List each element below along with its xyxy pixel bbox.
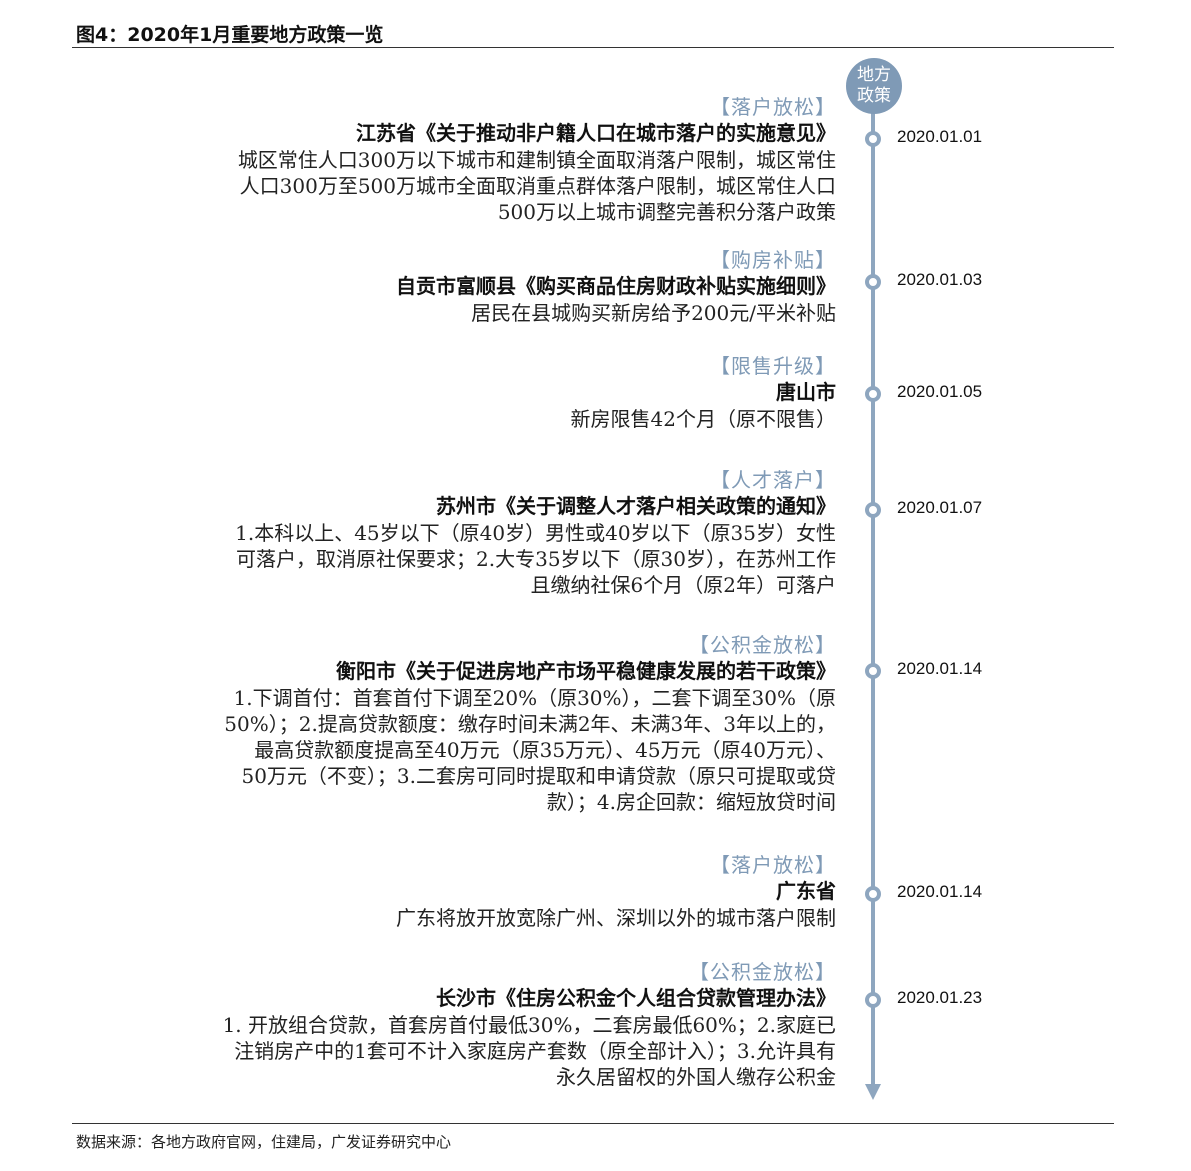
entry-description-line: 新房限售42个月（原不限售） (570, 407, 836, 431)
timeline-dot (865, 386, 881, 402)
entry-description-line: 款）；4.房企回款：缩短放贷时间 (546, 790, 836, 814)
entry-category: 【购房补贴】 (710, 248, 836, 272)
entry-date: 2020.01.01 (897, 127, 983, 146)
timeline-entry: 【公积金放松】 长沙市《住房公积金个人组合贷款管理办法》 1. 开放组合贷款，首… (223, 959, 836, 1090)
top-rule (72, 47, 1114, 48)
bottom-rule (72, 1123, 1114, 1124)
timeline-entry: 【落户放松】 广东省 广东将放开放宽除广州、深圳以外的城市落户限制 (396, 852, 836, 931)
entry-title: 衡阳市《关于促进房地产市场平稳健康发展的若干政策》 (336, 659, 836, 683)
entry-description-line: 注销房产中的1套可不计入家庭房产套数（原全部计入）；3.允许具有 (234, 1039, 836, 1063)
entry-category: 【限售升级】 (710, 354, 836, 378)
entry-description-line: 1.本科以上、45岁以下（原40岁）男性或40岁以下（原35岁）女性 (235, 521, 836, 545)
entry-category: 【落户放松】 (710, 95, 836, 119)
timeline-dot (865, 502, 881, 518)
entry-description-line: 城区常住人口300万以下城市和建制镇全面取消落户限制，城区常住 (237, 148, 836, 172)
entry-description-line: 最高贷款额度提高至40万元（原35万元）、45万元（原40万元）、 (254, 738, 836, 762)
entry-category: 【人才落户】 (710, 468, 836, 492)
entry-description-line: 1. 开放组合贷款，首套房首付最低30%，二套房最低60%；2.家庭已 (222, 1013, 836, 1037)
timeline-head-line-1: 地方 (857, 65, 891, 85)
timeline-dot (865, 886, 881, 902)
timeline-head-line-2: 政策 (857, 86, 891, 106)
entry-description-line: 居民在县城购买新房给予200元/平米补贴 (471, 301, 836, 325)
entry-date: 2020.01.03 (897, 270, 983, 289)
entry-description-line: 可落户，取消原社保要求；2.大专35岁以下（原30岁），在苏州工作 (236, 547, 836, 571)
source-note: 数据来源：各地方政府官网，住建局，广发证券研究中心 (76, 1133, 452, 1151)
timeline-head-badge: 地方 政策 (846, 58, 902, 114)
timeline-axis (871, 100, 875, 1090)
timeline-dot (865, 274, 881, 290)
timeline-dot (865, 992, 881, 1008)
entry-date: 2020.01.23 (897, 988, 983, 1007)
timeline-entry: 【落户放松】 江苏省《关于推动非户籍人口在城市落户的实施意见》 城区常住人口30… (238, 94, 836, 225)
entry-date: 2020.01.05 (897, 382, 983, 401)
entry-date: 2020.01.14 (897, 882, 983, 901)
timeline-entry: 【人才落户】 苏州市《关于调整人才落户相关政策的通知》 1.本科以上、45岁以下… (235, 467, 836, 598)
figure-title: 图4：2020年1月重要地方政策一览 (76, 24, 384, 46)
timeline-entry: 【购房补贴】 自贡市富顺县《购买商品住房财政补贴实施细则》 居民在县城购买新房给… (396, 247, 836, 326)
entry-description-line: 500万以上城市调整完善积分落户政策 (497, 200, 836, 224)
timeline-dot (865, 663, 881, 679)
entry-description-line: 50万元（不变）；3.二套房可同时提取和申请贷款（原只可提取或贷 (241, 764, 836, 788)
entry-description-line: 1.下调首付：首套首付下调至20%（原30%），二套下调至30%（原 (233, 686, 836, 710)
entry-date: 2020.01.07 (897, 498, 983, 517)
entry-title: 自贡市富顺县《购买商品住房财政补贴实施细则》 (396, 274, 836, 298)
entry-title: 广东省 (776, 879, 836, 903)
entry-title: 江苏省《关于推动非户籍人口在城市落户的实施意见》 (356, 121, 836, 145)
entry-category: 【落户放松】 (710, 853, 836, 877)
entry-date: 2020.01.14 (897, 659, 983, 678)
entry-title: 长沙市《住房公积金个人组合贷款管理办法》 (436, 986, 836, 1010)
entry-description-line: 50%）；2.提高贷款额度：缴存时间未满2年、未满3年、3年以上的， (224, 712, 836, 736)
entry-description-line: 广东将放开放宽除广州、深圳以外的城市落户限制 (396, 906, 836, 930)
entry-category: 【公积金放松】 (689, 960, 836, 984)
timeline-dot (865, 131, 881, 147)
timeline-arrow-icon (865, 1084, 881, 1100)
entry-title: 苏州市《关于调整人才落户相关政策的通知》 (436, 494, 836, 518)
entry-description-line: 且缴纳社保6个月（原2年）可落户 (530, 573, 836, 597)
timeline-entry: 【限售升级】 唐山市 新房限售42个月（原不限售） (571, 353, 836, 432)
entry-title: 唐山市 (776, 380, 836, 404)
entry-description-line: 永久居留权的外国人缴存公积金 (556, 1065, 836, 1089)
entry-category: 【公积金放松】 (689, 633, 836, 657)
entry-description-line: 人口300万至500万城市全面取消重点群体落户限制，城区常住人口 (239, 174, 836, 198)
timeline-entry: 【公积金放松】 衡阳市《关于促进房地产市场平稳健康发展的若干政策》 1.下调首付… (224, 632, 836, 815)
